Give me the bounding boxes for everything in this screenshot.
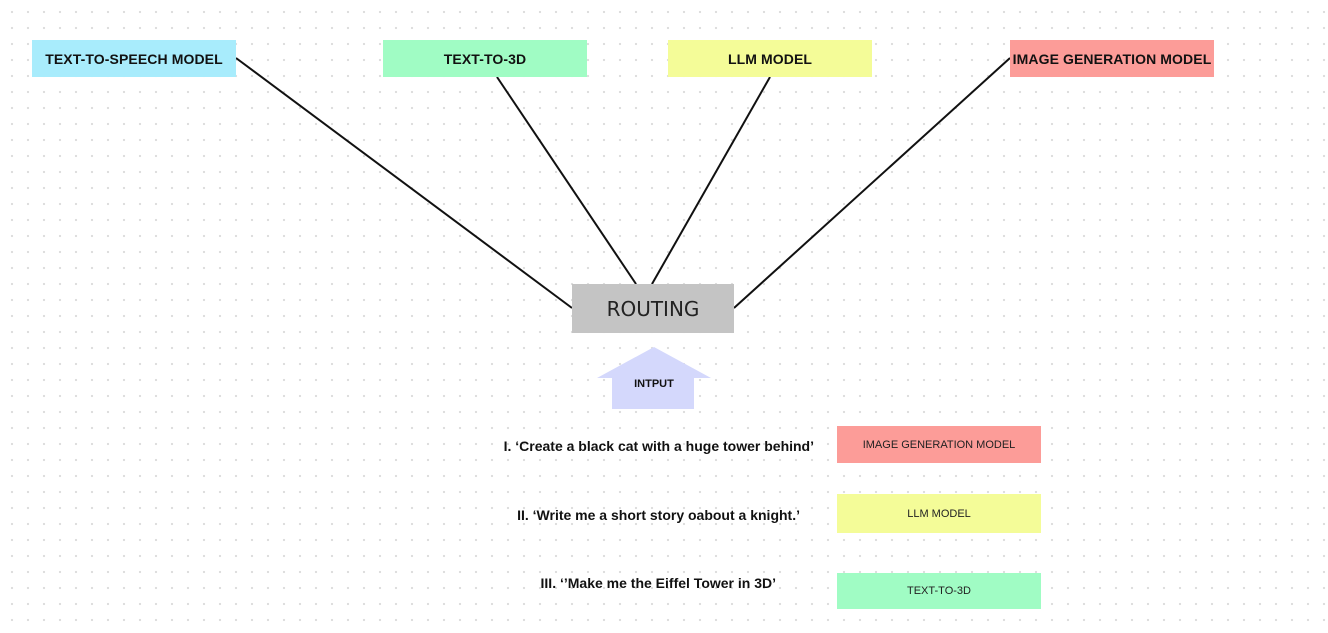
connector-t3d	[496, 76, 637, 285]
node-text-to-3d[interactable]: TEXT-TO-3D	[383, 40, 587, 77]
node-label: LLM MODEL	[727, 50, 813, 67]
node-label: TEXT-TO-3D	[443, 50, 527, 67]
node-label: IMAGE GENERATION MODEL	[1012, 50, 1212, 67]
connector-llm	[651, 76, 771, 285]
node-llm-model[interactable]: LLM MODEL	[668, 40, 872, 77]
example-target-3[interactable]: TEXT-TO-3D	[837, 573, 1041, 609]
example-target-label: LLM MODEL	[907, 507, 971, 520]
example-target-2[interactable]: LLM MODEL	[837, 494, 1041, 533]
input-arrow-polygon	[597, 347, 711, 409]
node-image-generation-model[interactable]: IMAGE GENERATION MODEL	[1010, 40, 1214, 77]
example-target-label: TEXT-TO-3D	[907, 585, 971, 597]
connector-img	[733, 57, 1011, 309]
example-target-1[interactable]: IMAGE GENERATION MODEL	[837, 426, 1041, 463]
node-text-to-speech-model[interactable]: TEXT-TO-SPEECH MODEL	[32, 40, 236, 77]
routing-node[interactable]: ROUTING	[572, 284, 734, 333]
example-target-label: IMAGE GENERATION MODEL	[862, 438, 1016, 451]
input-label: INTPUT	[634, 378, 674, 390]
connector-tts	[235, 57, 573, 309]
example-prompt-2: II. ‘Write me a short story oabout a kni…	[517, 507, 800, 523]
example-prompt-3: III. ‘’Make me the Eiffel Tower in 3D’	[540, 575, 776, 591]
example-prompt-1: I. ‘Create a black cat with a huge tower…	[503, 438, 814, 454]
node-label: TEXT-TO-SPEECH MODEL	[45, 50, 223, 67]
input-arrow-shape	[597, 347, 711, 409]
routing-label: ROUTING	[606, 296, 700, 321]
